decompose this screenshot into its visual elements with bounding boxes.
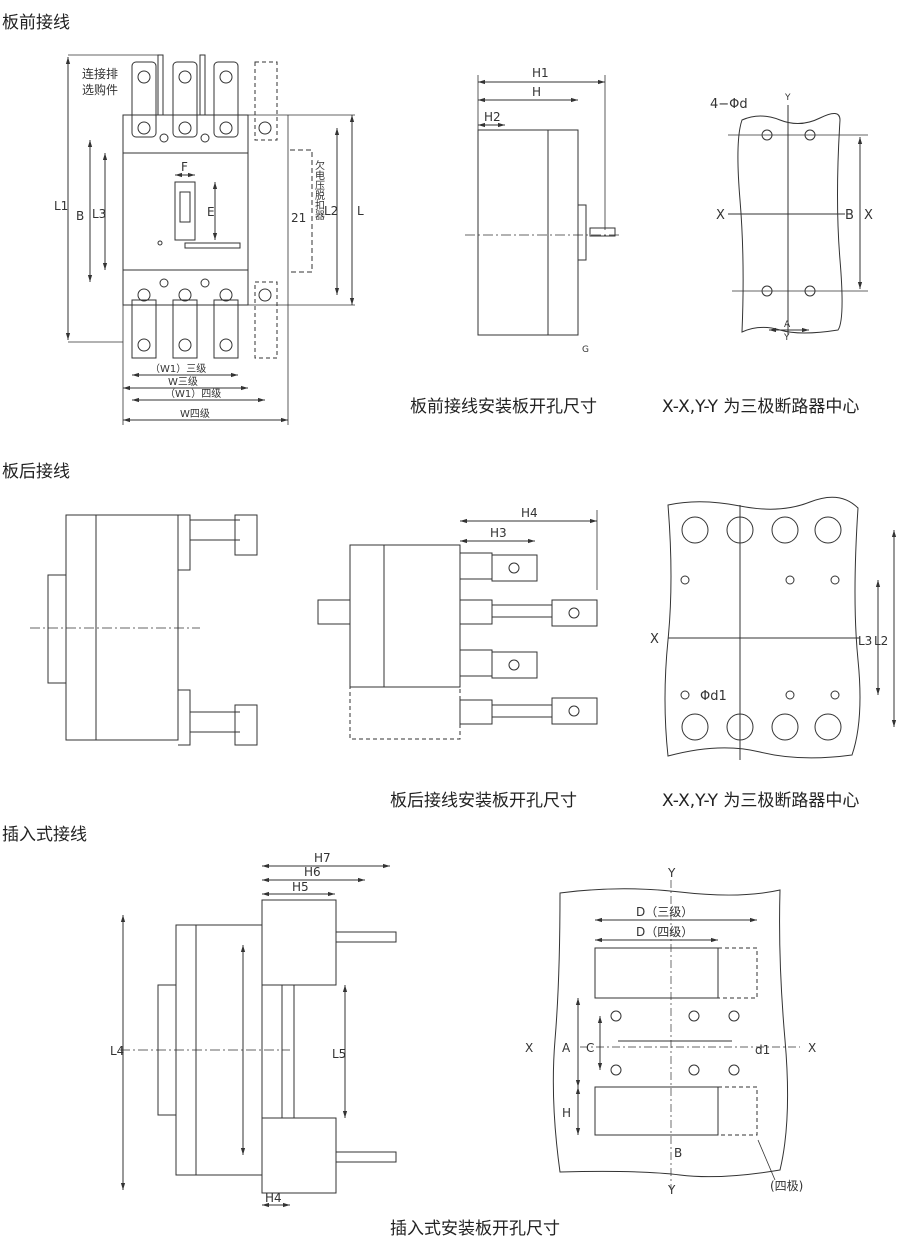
- label-B: B: [76, 209, 84, 223]
- side-view-breaker: [465, 75, 620, 336]
- label-L2: L2: [324, 204, 338, 218]
- rear-side-view: [317, 510, 598, 740]
- label-B-right: B: [845, 208, 854, 223]
- label-L1: L1: [54, 199, 68, 213]
- label-connector-2: 选购件: [82, 82, 118, 97]
- label-21: 21: [291, 211, 306, 225]
- plugin-view-breaker: [120, 863, 397, 1208]
- label-phi-d1: Φd1: [700, 689, 727, 704]
- label-X-plugin-right: X: [808, 1041, 816, 1055]
- label-H: H: [532, 85, 541, 99]
- label-L2-rear: L2: [874, 634, 888, 648]
- label-C: C: [586, 1041, 594, 1055]
- label-G: G: [582, 345, 589, 355]
- label-d1: d1: [755, 1043, 770, 1057]
- label-H4-plugin: H4: [265, 1191, 282, 1205]
- label-H6: H6: [304, 865, 321, 879]
- label-A: A: [784, 320, 791, 330]
- front-panel-cutout: [728, 105, 868, 335]
- label-connector-1: 连接排: [82, 66, 118, 81]
- label-undervoltage: 欠电压脱扣器: [313, 159, 325, 221]
- label-D-3pole: D（三级）: [636, 905, 693, 919]
- label-w-3pole: W三级: [168, 376, 198, 388]
- plugin-panel-cutout: [552, 880, 800, 1190]
- caption-front-panel: 板前接线安装板开孔尺寸: [410, 397, 597, 417]
- section-title-front: 板前接线: [2, 13, 70, 33]
- label-X-left: X: [716, 208, 725, 223]
- section-title-rear: 板后接线: [2, 462, 70, 482]
- rear-panel-cutout: [664, 496, 897, 760]
- label-H5: H5: [292, 880, 309, 894]
- caption-rear-center: X-X,Y-Y 为三极断路器中心: [662, 791, 860, 811]
- label-E: E: [207, 205, 215, 219]
- label-L4: L4: [110, 1044, 124, 1058]
- label-Y-top: Y: [784, 93, 791, 103]
- label-w1-4pole: （W1）四级: [165, 388, 221, 400]
- label-L3: L3: [92, 207, 106, 221]
- label-H1: H1: [532, 66, 549, 80]
- caption-front-center: X-X,Y-Y 为三极断路器中心: [662, 397, 860, 417]
- label-Y-plugin-top: Y: [667, 866, 676, 880]
- label-L: L: [357, 204, 364, 218]
- label-H7: H7: [314, 851, 331, 865]
- label-H4-rear: H4: [521, 506, 538, 520]
- label-B-plugin: B: [674, 1146, 682, 1160]
- section-title-plugin: 插入式接线: [2, 825, 87, 845]
- rear-view-breaker: [30, 514, 258, 746]
- label-L3-rear: L3: [858, 634, 872, 648]
- label-A-plugin: A: [562, 1041, 571, 1055]
- label-H3: H3: [490, 526, 507, 540]
- label-H2: H2: [484, 110, 501, 124]
- label-D-4pole: D（四级）: [636, 925, 693, 939]
- label-H-plugin: H: [562, 1106, 571, 1120]
- caption-plugin-panel: 插入式安装板开孔尺寸: [390, 1219, 560, 1239]
- label-4-phi-d: 4−Φd: [710, 97, 748, 112]
- label-Y-plugin-bottom: Y: [667, 1183, 676, 1197]
- label-X-right: X: [864, 208, 873, 223]
- label-X-plugin-left: X: [525, 1041, 533, 1055]
- label-X-rear: X: [650, 632, 659, 647]
- label-w-4pole: W四级: [180, 408, 210, 420]
- label-Y-bottom: Y: [783, 333, 790, 343]
- front-view-breaker: [65, 54, 355, 425]
- label-four-pole: (四极): [770, 1179, 803, 1193]
- label-w1-3pole: （W1）三级: [150, 363, 206, 375]
- label-F: F: [181, 160, 188, 174]
- label-L5: L5: [332, 1047, 346, 1061]
- caption-rear-panel: 板后接线安装板开孔尺寸: [390, 791, 577, 811]
